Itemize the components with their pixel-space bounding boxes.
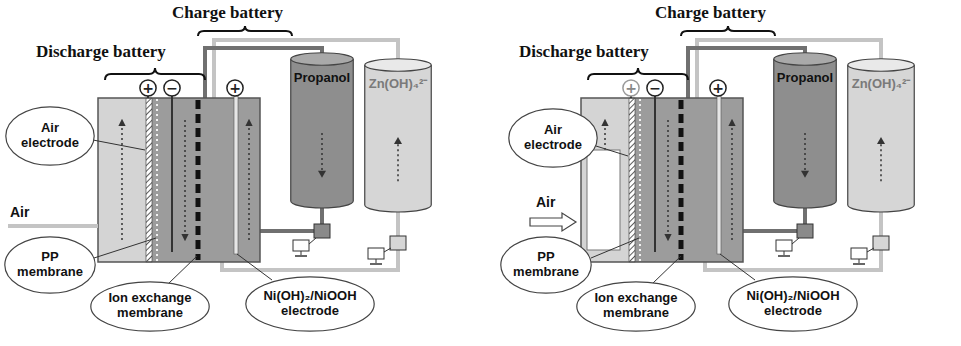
air-window [587, 150, 620, 250]
flow-arrow [397, 138, 399, 181]
terminal-sign: + [229, 81, 241, 95]
storage-tank: Propanol [290, 52, 354, 208]
bubble-ellipse [246, 277, 374, 331]
callout-bubble: PP membrane [500, 236, 592, 294]
terminal-ring [227, 80, 243, 96]
callout-text: Air electrode [520, 123, 587, 153]
callout-bubble: Ion exchange membrane [90, 281, 210, 332]
terminal-ring [710, 80, 726, 96]
callout-bubble: Air electrode [508, 108, 598, 168]
tank-label: Zn(OH)₄²⁻ [850, 76, 912, 92]
tank-label: Propanol [776, 70, 834, 86]
bubble-ellipse [91, 281, 209, 330]
tank-top [774, 53, 837, 66]
leader-line [591, 238, 639, 258]
tank-top [848, 59, 915, 72]
bubble-ellipse [509, 109, 597, 167]
callout-text: PP membrane [512, 250, 580, 280]
leader-line [596, 146, 628, 156]
terminal-circle: + [226, 79, 244, 97]
flow-arrow [880, 138, 882, 181]
terminal-circle: + [709, 79, 727, 97]
section-heading: Charge battery [655, 3, 766, 23]
leader-line [93, 140, 145, 150]
bubble-ellipse [577, 281, 695, 330]
air-inlet-arrow [530, 213, 576, 231]
air-label: Air [10, 204, 29, 220]
leader-line [94, 238, 156, 258]
tank-top [365, 59, 432, 72]
storage-tank: Zn(OH)₄²⁻ [364, 58, 432, 212]
arrow-head [394, 137, 402, 144]
callout-bubble: PP membrane [4, 236, 96, 294]
callout-bubble: Ion exchange membrane [576, 281, 696, 332]
leader-line [168, 256, 197, 284]
callout-text: Ion exchange membrane [592, 291, 681, 321]
terminal-circle: − [646, 79, 664, 97]
tank-body [848, 65, 915, 212]
callout-text: Ni(OH)₂/NiOOH electrode [745, 289, 841, 319]
callout-bubble: Ni(OH)₂/NiOOH electrode [728, 276, 858, 332]
callout-text: PP membrane [16, 250, 84, 280]
section-heading: Discharge battery [36, 42, 166, 62]
leader-line [720, 254, 755, 280]
bubble-ellipse [5, 237, 95, 293]
arrow-head [877, 137, 885, 144]
callout-text: Air electrode [17, 121, 84, 151]
terminal-sign: − [649, 81, 661, 95]
leader-line [652, 256, 681, 284]
terminal-circle: − [163, 79, 181, 97]
terminal-ring [647, 80, 663, 96]
callout-text: Ni(OH)₂/NiOOH electrode [262, 289, 358, 319]
section-heading: Charge battery [172, 3, 283, 23]
bubble-ellipse [501, 237, 591, 293]
flow-arrow [804, 133, 806, 177]
air-pipe [8, 224, 98, 228]
tank-body [365, 65, 432, 212]
storage-tank: Propanol [773, 52, 837, 208]
arrow-head [801, 171, 809, 178]
terminal-sign: + [712, 81, 724, 95]
terminal-sign: − [166, 81, 178, 95]
callout-bubble: Air electrode [5, 106, 95, 166]
cell-system [581, 26, 889, 270]
terminal-circle: + [139, 79, 157, 97]
bubble-ellipse [729, 277, 857, 331]
terminal-ring [164, 80, 180, 96]
terminal-sign: + [625, 81, 637, 95]
section-heading: Discharge battery [519, 42, 649, 62]
terminal-sign: + [142, 81, 154, 95]
terminal-ring [623, 80, 639, 96]
arrow-head [318, 171, 326, 178]
tank-body [774, 59, 837, 208]
terminal-circle: + [622, 79, 640, 97]
callout-text: Ion exchange membrane [106, 291, 195, 321]
tank-label: Propanol [293, 70, 351, 86]
tank-top [291, 53, 354, 66]
terminal-ring [140, 80, 156, 96]
leader-line [237, 254, 272, 280]
callout-bubble: Ni(OH)₂/NiOOH electrode [245, 276, 375, 332]
storage-tank: Zn(OH)₄²⁻ [847, 58, 915, 212]
bubble-ellipse [6, 107, 94, 165]
flow-arrow [321, 133, 323, 177]
cell-system [98, 26, 406, 270]
air-label: Air [536, 194, 555, 210]
tank-body [291, 59, 354, 208]
tank-label: Zn(OH)₄²⁻ [367, 76, 429, 92]
